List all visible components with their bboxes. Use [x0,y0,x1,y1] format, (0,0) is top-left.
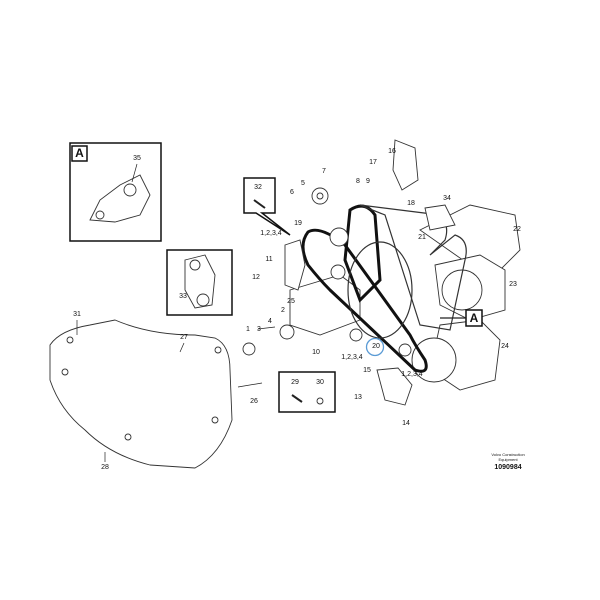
callout-kit-3[interactable]: 1,2,3,4 [401,371,423,378]
callout-2[interactable]: 2 [281,307,285,314]
callout-35[interactable]: 35 [133,155,141,162]
brand-line-1: Volvo Construction [491,452,524,457]
callout-21[interactable]: 21 [418,234,426,241]
callout-19[interactable]: 19 [294,220,302,227]
callout-12[interactable]: 12 [252,274,260,281]
callout-kit-2[interactable]: 1,2,3,4 [341,354,363,361]
callout-20[interactable]: 20 [372,343,380,350]
belt-20 [347,241,413,339]
callout-18[interactable]: 18 [407,200,415,207]
brand-line-2: Equipment [498,457,518,462]
callout-14[interactable]: 14 [402,420,410,427]
inset-box-32 [243,177,291,236]
callout-6[interactable]: 6 [290,189,294,196]
callout-4[interactable]: 4 [268,318,272,325]
callout-24[interactable]: 24 [501,343,509,350]
callout-1[interactable]: 1 [246,326,250,333]
callout-5[interactable]: 5 [301,180,305,187]
callout-10[interactable]: 10 [312,349,320,356]
inset-a-marker: A [75,146,84,160]
inset-a-marker-box [71,145,88,162]
tensioner-16 [392,139,419,191]
callout-32[interactable]: 32 [254,184,262,191]
callout-33[interactable]: 33 [179,293,187,300]
callout-16[interactable]: 16 [388,148,396,155]
tensioner-11 [284,239,306,291]
callout-29[interactable]: 29 [291,379,299,386]
document-number: 1090984 [494,464,521,471]
idler-pulley-2 [279,324,295,340]
callout-17[interactable]: 17 [369,159,377,166]
bracket-34 [424,204,456,231]
inset-box-29-30 [278,371,336,413]
callout-31[interactable]: 31 [73,311,81,318]
callout-28[interactable]: 28 [101,464,109,471]
callout-26[interactable]: 26 [250,398,258,405]
timing-cover-27 [49,319,233,469]
callout-9[interactable]: 9 [366,178,370,185]
callout-8[interactable]: 8 [356,178,360,185]
callout-3[interactable]: 3 [257,326,261,333]
callout-11[interactable]: 11 [265,256,272,263]
callout-15[interactable]: 15 [363,367,371,374]
callout-kit-1[interactable]: 1,2,3,4 [260,230,282,237]
highlight-circle [365,337,385,357]
callout-25[interactable]: 25 [287,298,295,305]
callout-13[interactable]: 13 [354,394,362,401]
callout-7[interactable]: 7 [322,168,326,175]
callout-22[interactable]: 22 [513,226,521,233]
callout-labels: 16 17 7 5 6 8 9 18 34 19 1,2,3,4 21 22 1… [246,148,521,427]
callout-27[interactable]: 27 [180,334,188,341]
callout-30[interactable]: 30 [316,379,324,386]
callout-23[interactable]: 23 [509,281,517,288]
callout-34[interactable]: 34 [443,195,451,202]
view-a-marker: A [470,311,479,325]
tensioner-14 [376,367,413,406]
seal-1 [242,342,256,356]
